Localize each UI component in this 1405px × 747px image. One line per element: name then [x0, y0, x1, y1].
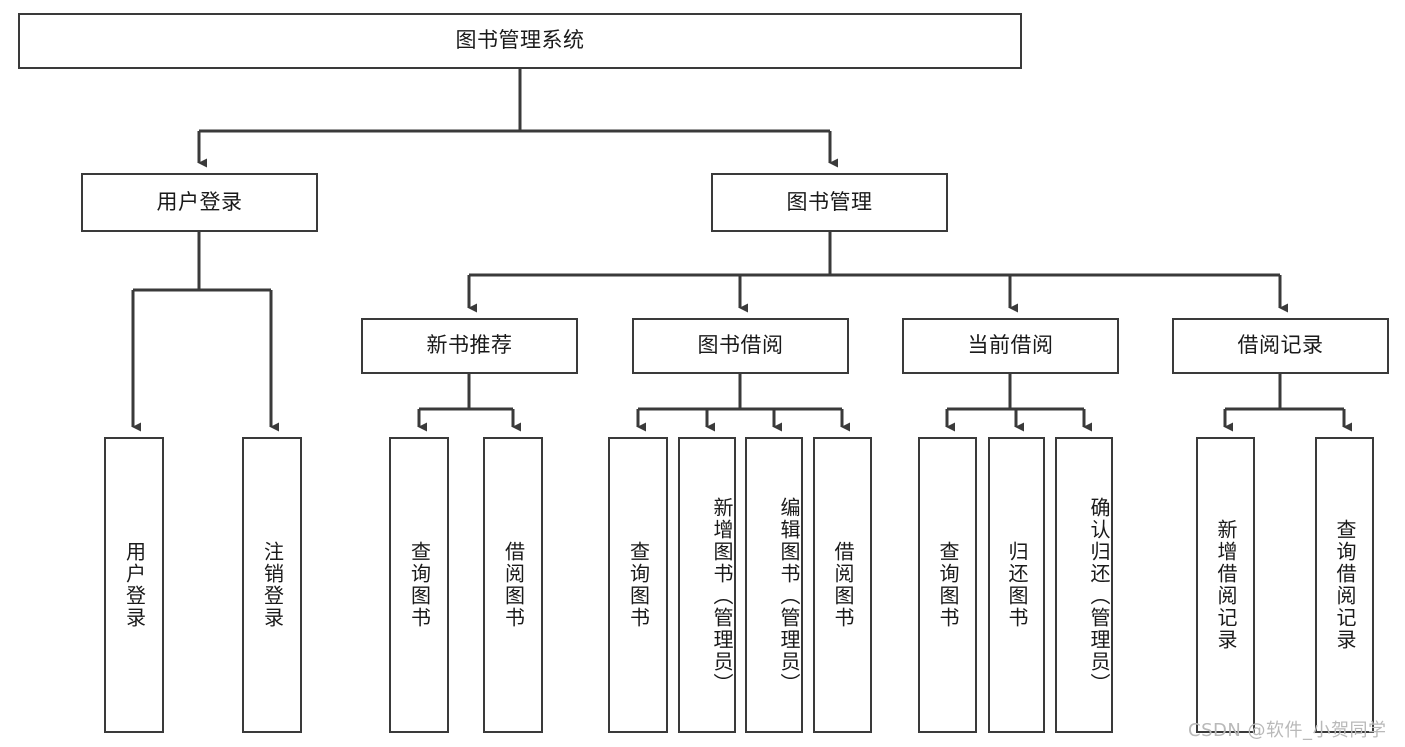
- leaf-query-borrow-record[interactable]: 查询借阅记录: [1315, 437, 1374, 733]
- leaf-add-borrow-record[interactable]: 新增借阅记录: [1196, 437, 1255, 733]
- leaf-confirm-return-admin[interactable]: 确认归还（管理员）: [1055, 437, 1113, 733]
- node-user-login[interactable]: 用户登录: [81, 173, 318, 232]
- leaf-query-book-borrow[interactable]: 查询图书: [608, 437, 668, 733]
- node-book-management[interactable]: 图书管理: [711, 173, 948, 232]
- node-root[interactable]: 图书管理系统: [18, 13, 1022, 69]
- leaf-query-book-recommend[interactable]: 查询图书: [389, 437, 449, 733]
- leaf-return-book[interactable]: 归还图书: [988, 437, 1045, 733]
- leaf-add-book-admin[interactable]: 新增图书（管理员）: [678, 437, 736, 733]
- node-book-borrow[interactable]: 图书借阅: [632, 318, 849, 374]
- leaf-logout-login[interactable]: 注销登录: [242, 437, 302, 733]
- node-borrow-record[interactable]: 借阅记录: [1172, 318, 1389, 374]
- leaf-borrow-book-recommend[interactable]: 借阅图书: [483, 437, 543, 733]
- watermark-text: CSDN @软件_小贺同学: [1188, 720, 1387, 741]
- node-new-book-recommend[interactable]: 新书推荐: [361, 318, 578, 374]
- leaf-edit-book-admin[interactable]: 编辑图书（管理员）: [745, 437, 803, 733]
- node-current-borrow[interactable]: 当前借阅: [902, 318, 1119, 374]
- leaf-query-book-current[interactable]: 查询图书: [918, 437, 977, 733]
- leaf-borrow-book[interactable]: 借阅图书: [813, 437, 872, 733]
- leaf-user-login[interactable]: 用户登录: [104, 437, 164, 733]
